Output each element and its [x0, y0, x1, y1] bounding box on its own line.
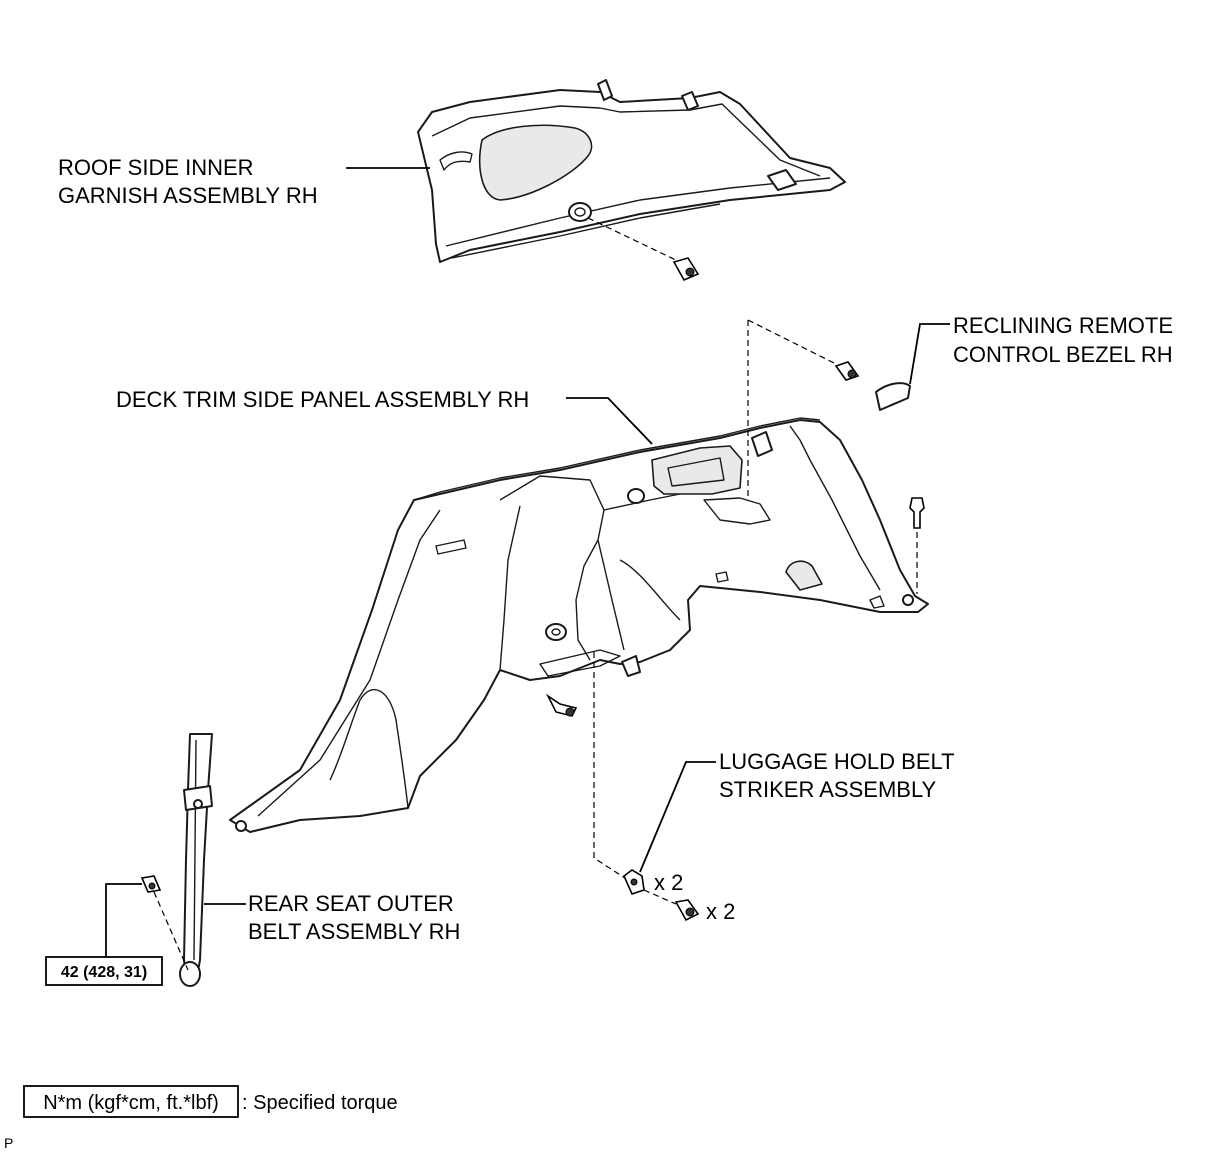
- reclining-label-line2: CONTROL BEZEL RH: [953, 342, 1173, 367]
- reclining-remote-control-bezel: [875, 382, 911, 411]
- bezel-screw-line: [747, 319, 837, 365]
- belt-anchor-bolt: [140, 875, 162, 893]
- belt-bolt-line: [153, 891, 189, 971]
- roof-side-label-line1: ROOF SIDE INNER: [58, 155, 254, 180]
- legend-description: : Specified torque: [242, 1092, 398, 1114]
- striker-bolt-line: [643, 889, 677, 905]
- luggage-label-line1: LUGGAGE HOLD BELT: [719, 749, 955, 774]
- deck-trim-label: DECK TRIM SIDE PANEL ASSEMBLY RH: [116, 387, 529, 412]
- rear-seat-outer-belt: [179, 733, 213, 987]
- luggage-hold-belt-striker: [623, 869, 645, 895]
- legend-unit: N*m (kgf*cm, ft.*lbf): [43, 1092, 219, 1114]
- torque-value: 42 (428, 31): [61, 964, 147, 981]
- deck-trim-side-panel: [229, 417, 929, 833]
- torque-leader: [105, 883, 142, 958]
- deck-trim-clip-right: [909, 497, 925, 529]
- roof-garnish-bolt-line: [587, 217, 681, 263]
- reclining-leader: [909, 323, 950, 385]
- roof-side-inner-garnish: [417, 79, 846, 263]
- striker-dashed-line: [593, 652, 629, 881]
- roof-garnish-bolt: [672, 257, 700, 282]
- striker-bolt: [674, 899, 700, 922]
- deck-trim-clip-bottom: [545, 693, 578, 717]
- luggage-leader: [639, 761, 716, 873]
- luggage-label-line2: STRIKER ASSEMBLY: [719, 777, 937, 802]
- bezel-screw: [834, 361, 860, 381]
- roof-side-label-line2: GARNISH ASSEMBLY RH: [58, 183, 318, 208]
- deck-trim-leader: [566, 397, 653, 445]
- reclining-label-line1: RECLINING REMOTE: [953, 313, 1173, 338]
- rear-seat-label-line2: BELT ASSEMBLY RH: [248, 919, 460, 944]
- bolt-quantity: x 2: [706, 899, 735, 924]
- torque-legend: N*m (kgf*cm, ft.*lbf) : Specified torque: [23, 1085, 398, 1118]
- rear-seat-label-line1: REAR SEAT OUTER: [248, 891, 454, 916]
- torque-spec-box: 42 (428, 31): [45, 956, 163, 986]
- corner-mark: P: [4, 1135, 13, 1151]
- striker-quantity: x 2: [654, 870, 683, 895]
